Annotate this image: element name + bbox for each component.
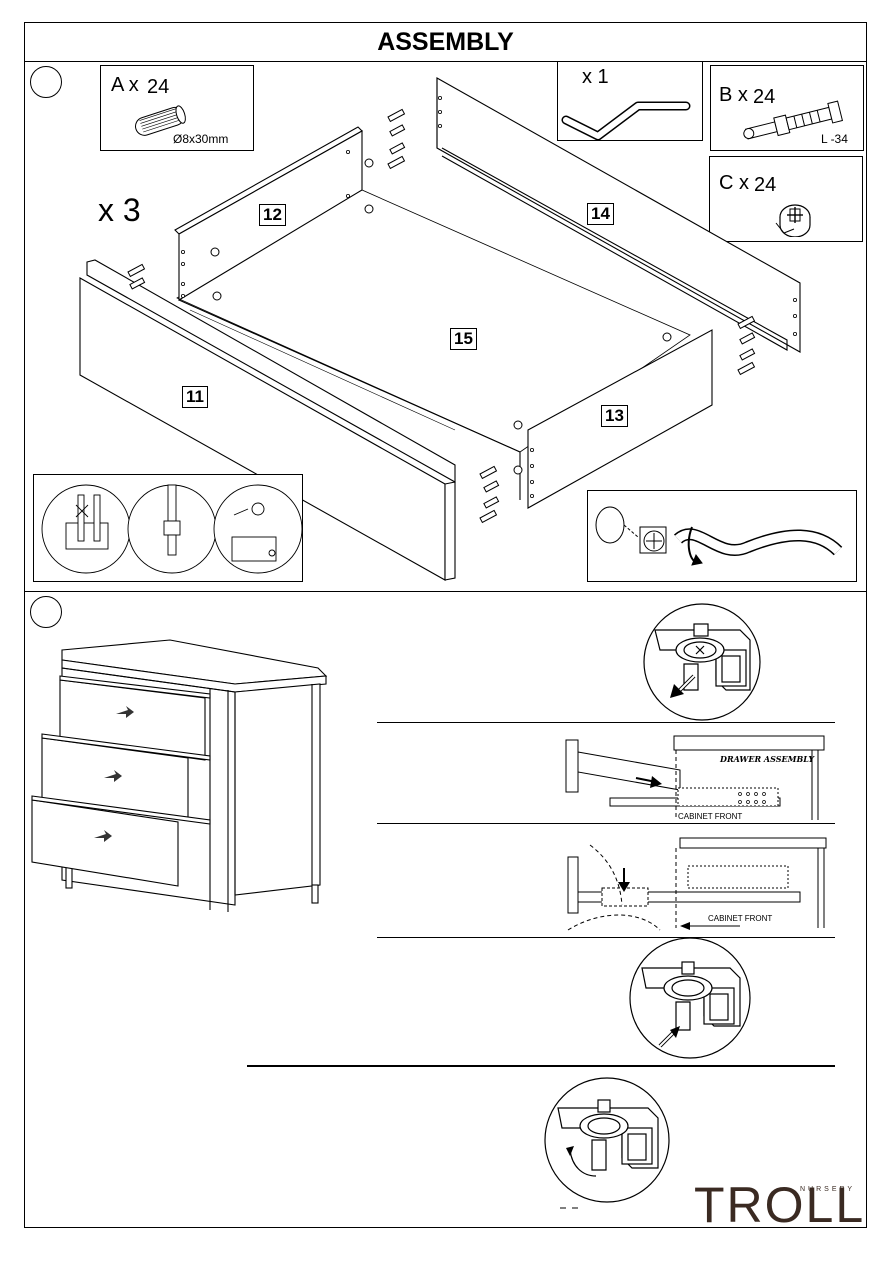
part-label-12: 12 bbox=[259, 204, 286, 226]
hardware-b-label: B x bbox=[719, 84, 748, 106]
hardware-b-box: B x 24 L -34 bbox=[710, 65, 864, 151]
cabinet-front-label-1: CABINET FRONT bbox=[678, 812, 743, 821]
page-frame bbox=[24, 22, 867, 1228]
page-title: ASSEMBLY bbox=[24, 22, 867, 62]
step-2-divider-3 bbox=[377, 937, 835, 938]
step-2-divider-4 bbox=[247, 1065, 835, 1067]
cabinet-front-label-2: CABINET FRONT bbox=[708, 914, 773, 923]
section-divider bbox=[24, 591, 867, 592]
allen-key-box: x 1 bbox=[557, 61, 703, 141]
cam-lock-icon bbox=[775, 204, 811, 237]
cam-detail-drawing bbox=[595, 506, 843, 566]
dowel-detail-box bbox=[33, 474, 303, 582]
part-label-14: 14 bbox=[587, 203, 614, 225]
dowel-icon bbox=[135, 105, 186, 136]
hardware-a-qty: 24 bbox=[147, 76, 170, 98]
drawer-count: x 3 bbox=[98, 192, 141, 228]
hardware-c-label: C x bbox=[719, 172, 749, 194]
brand-logo: TROLL bbox=[694, 1177, 866, 1233]
brand-subtitle: NURSERY bbox=[800, 1186, 856, 1193]
allen-key-qty: x 1 bbox=[582, 66, 609, 88]
hardware-a-label: A x bbox=[111, 74, 139, 96]
cam-detail-box bbox=[587, 490, 857, 582]
hardware-c-box: C x 24 bbox=[709, 156, 863, 242]
drawer-assembly-label: DRAWER ASSEMBLY bbox=[720, 754, 815, 764]
step-2-marker bbox=[30, 596, 62, 628]
hardware-b-qty: 24 bbox=[753, 86, 776, 108]
step-2-divider-1 bbox=[377, 722, 835, 723]
allen-key-icon bbox=[561, 101, 691, 141]
hardware-b-size: L -34 bbox=[821, 132, 848, 146]
part-label-15: 15 bbox=[450, 328, 477, 350]
hardware-c-qty: 24 bbox=[754, 174, 777, 196]
cam-bolt-icon bbox=[743, 100, 844, 140]
drawer-assembly-drawing bbox=[79, 77, 801, 581]
part-label-13: 13 bbox=[601, 405, 628, 427]
part-label-11: 11 bbox=[182, 386, 208, 408]
hardware-a-box: A x 24 Ø8x30mm bbox=[100, 65, 254, 151]
step-1-marker bbox=[30, 66, 62, 98]
step-2-divider-2 bbox=[377, 823, 835, 824]
hardware-a-size: Ø8x30mm bbox=[173, 132, 229, 146]
dowel-detail-drawing bbox=[41, 484, 303, 574]
